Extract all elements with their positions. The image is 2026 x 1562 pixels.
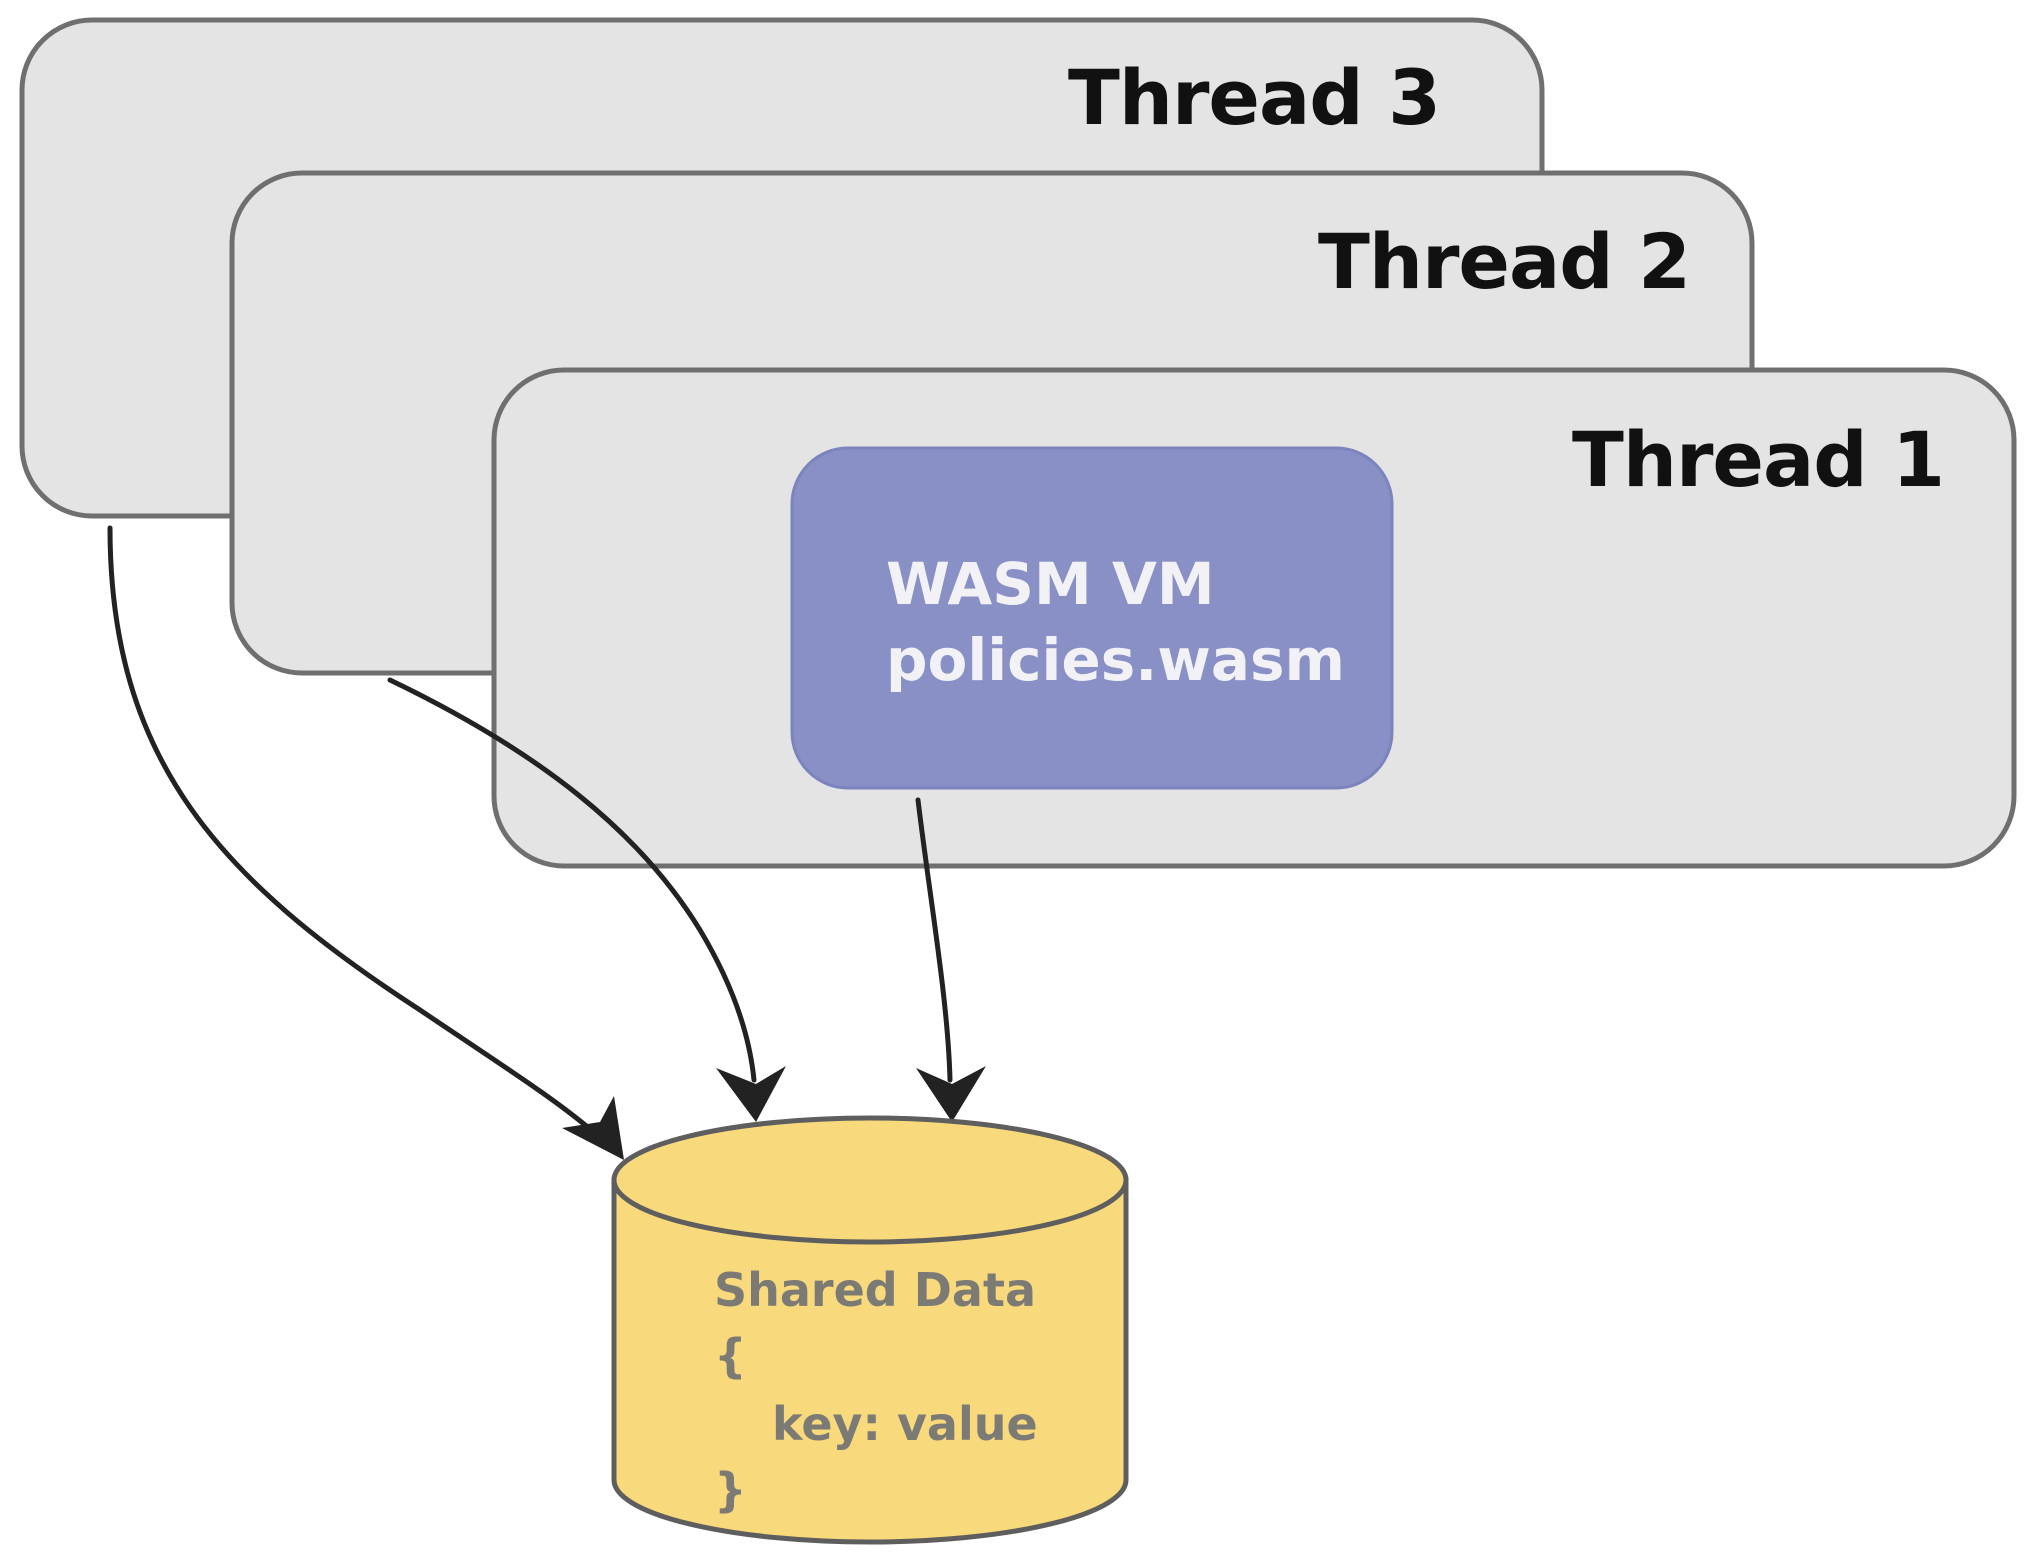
shared-data-close-brace: } [714,1463,747,1517]
thread-1-title: Thread 1 [1572,415,1944,504]
thread-2-arrow-head [716,1066,786,1122]
thread-3-arrow-line [107,525,601,1139]
thread-3-title: Thread 3 [1068,53,1440,142]
thread-3-arrow-head [562,1096,624,1160]
database-cylinder-body [611,1177,1129,1545]
shared-data-store: Shared Data { key: value } [611,1115,1129,1545]
shared-data-entry: key: value [772,1397,1038,1451]
shared-data-title: Shared Data [714,1263,1036,1317]
wasm-vm-box [790,446,1394,790]
arrows [107,525,986,1160]
shared-data-open-brace: { [714,1329,747,1383]
database-cylinder-top [611,1115,1129,1245]
thread-2-arrow-line [387,677,757,1083]
vm-arrow-line [915,797,953,1083]
wasm-vm-label: WASM VM [886,550,1215,618]
wasm-module-label: policies.wasm [886,626,1345,694]
thread-2-title: Thread 2 [1318,217,1690,306]
vm-arrow-head [916,1066,986,1122]
wasm-vm-block: WASM VM policies.wasm [790,446,1394,790]
